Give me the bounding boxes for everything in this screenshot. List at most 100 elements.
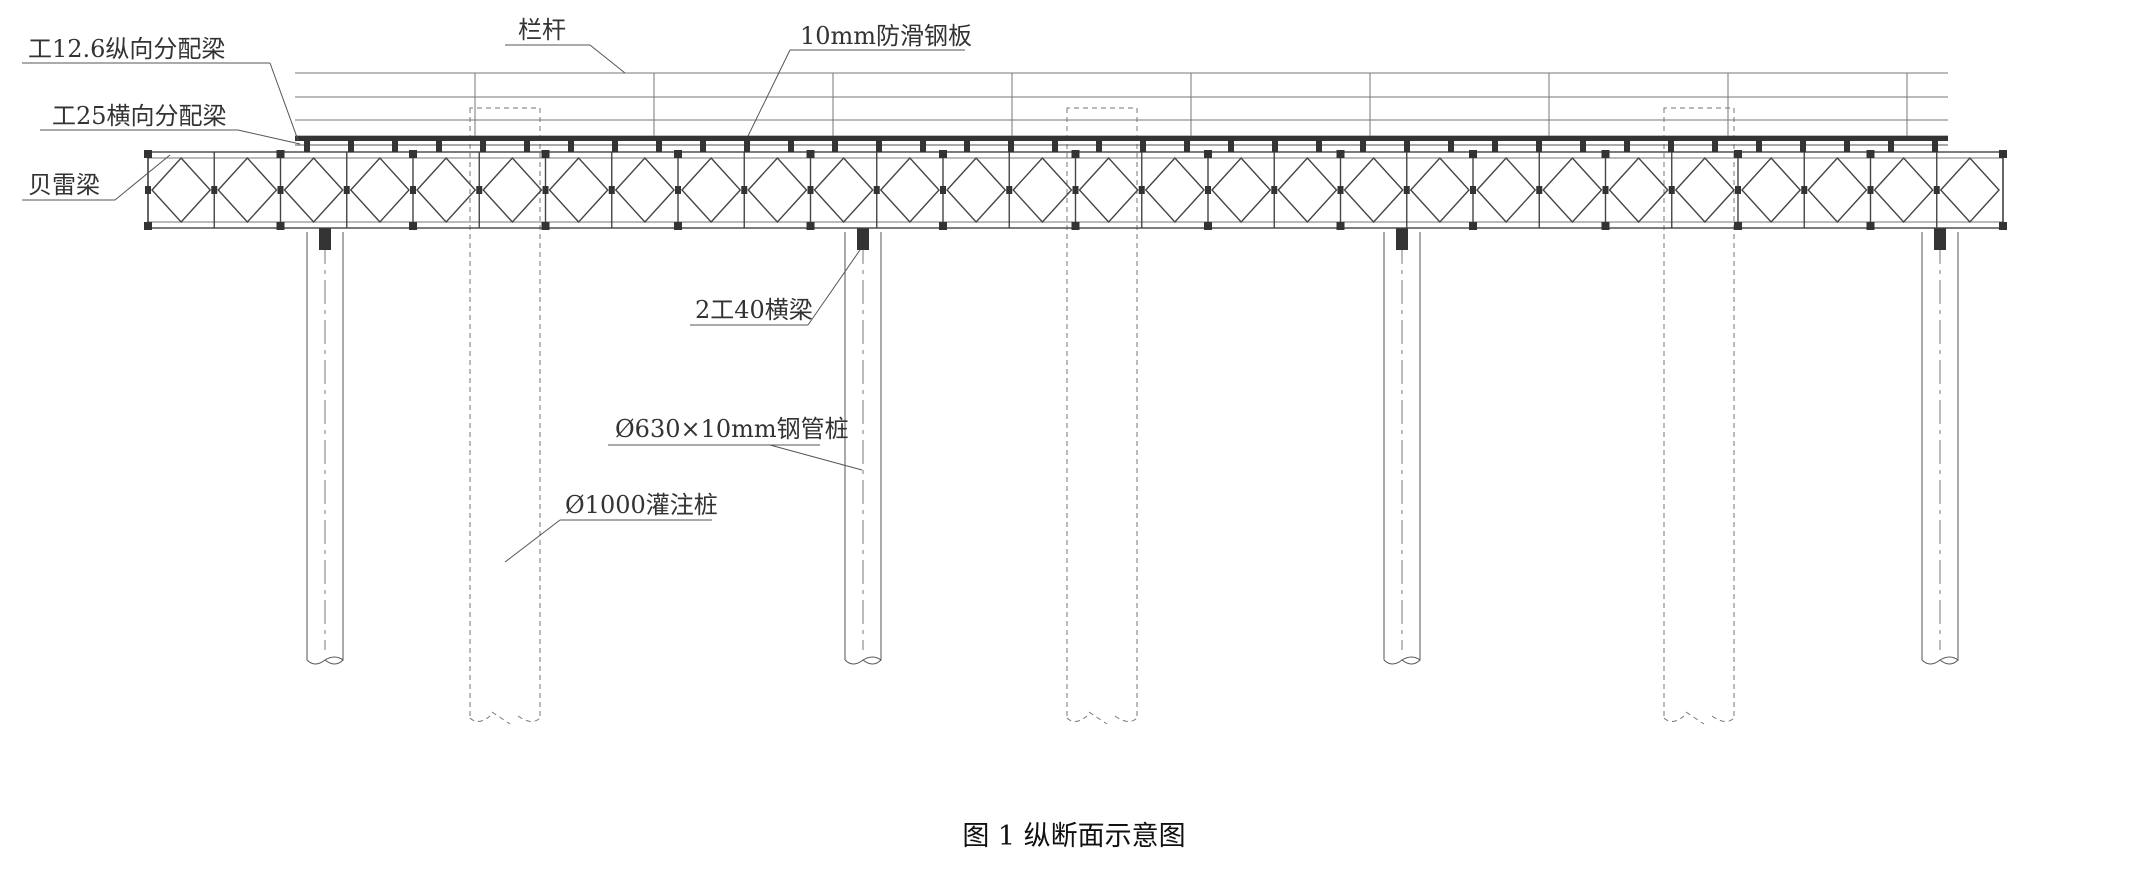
truss-joint bbox=[1071, 150, 1080, 158]
truss-diagonal bbox=[349, 156, 410, 224]
truss-joint bbox=[1866, 150, 1875, 158]
truss-joint bbox=[939, 150, 947, 158]
truss-joint bbox=[1204, 222, 1212, 230]
bored-pile-label: Ø1000灌注桩 bbox=[565, 491, 718, 519]
truss-node bbox=[211, 186, 218, 194]
truss-diagonal bbox=[681, 156, 742, 224]
truss-joint bbox=[939, 222, 947, 230]
truss-node bbox=[940, 186, 946, 194]
transverse-beam bbox=[1624, 141, 1630, 152]
truss-node bbox=[1072, 186, 1079, 194]
transverse-beam bbox=[1536, 141, 1542, 152]
truss-node bbox=[410, 186, 416, 194]
truss-joint bbox=[541, 222, 550, 230]
truss-diagonal bbox=[1277, 156, 1338, 224]
truss-joint bbox=[1734, 222, 1742, 230]
truss-node bbox=[1668, 186, 1675, 194]
truss-node bbox=[1470, 186, 1476, 194]
transverse-beam bbox=[1316, 141, 1322, 152]
truss-node bbox=[1801, 186, 1808, 194]
bored-pile-top bbox=[469, 107, 541, 110]
transverse-beam bbox=[1448, 141, 1454, 152]
longitudinal-beam-label: 工12.6纵向分配梁 bbox=[28, 35, 225, 63]
cross-beam-cap bbox=[1396, 228, 1408, 250]
pipe-pile-bottom bbox=[844, 656, 882, 665]
truss-diagonal bbox=[548, 156, 609, 224]
truss-node bbox=[1006, 186, 1013, 194]
cross-beam-cap bbox=[1934, 228, 1946, 250]
railing-label: 栏杆 bbox=[518, 16, 566, 44]
truss-joint bbox=[1469, 150, 1477, 158]
truss-node bbox=[1602, 186, 1609, 194]
truss-diagonal bbox=[1807, 156, 1868, 224]
truss-joint bbox=[1204, 150, 1212, 158]
truss-joint bbox=[144, 150, 152, 158]
transverse-beam bbox=[656, 141, 662, 152]
truss-diagonal bbox=[879, 156, 940, 224]
deck-plate bbox=[295, 136, 1948, 152]
truss-diagonal bbox=[813, 156, 874, 224]
transverse-beam bbox=[436, 141, 442, 152]
bored-pile-bottom bbox=[469, 711, 541, 725]
pipe-pile-bottom bbox=[1921, 656, 1959, 665]
bored-pile-bottom bbox=[1663, 711, 1735, 725]
transverse-beam bbox=[1712, 141, 1718, 152]
bailey-beam-label: 贝雷梁 bbox=[28, 171, 100, 199]
truss-diagonal bbox=[1939, 156, 2000, 224]
transverse-beam bbox=[700, 141, 706, 152]
truss-joint bbox=[1734, 150, 1742, 158]
bored-piles bbox=[469, 107, 1735, 725]
truss-joint bbox=[276, 222, 285, 230]
steel-pipe-piles bbox=[306, 228, 1959, 665]
transverse-beam bbox=[788, 141, 794, 152]
transverse-beam bbox=[568, 141, 574, 152]
transverse-beam bbox=[1008, 141, 1014, 152]
truss-joint bbox=[144, 222, 152, 230]
bored-pile-top bbox=[1663, 107, 1735, 110]
transverse-beam bbox=[1404, 141, 1410, 152]
transverse-beam bbox=[920, 141, 926, 152]
truss-joint bbox=[1999, 222, 2007, 230]
truss-node bbox=[277, 186, 284, 194]
transverse-beam-label: 工25横向分配梁 bbox=[52, 102, 227, 130]
transverse-beam bbox=[964, 141, 970, 152]
truss-joint bbox=[806, 150, 815, 158]
pipe-pile-bottom bbox=[306, 656, 344, 665]
truss-diagonal bbox=[482, 156, 543, 224]
transverse-beam bbox=[392, 141, 398, 152]
transverse-beam bbox=[1228, 141, 1234, 152]
transverse-beam bbox=[1888, 141, 1894, 152]
truss-joint bbox=[541, 150, 550, 158]
truss-node bbox=[542, 186, 549, 194]
transverse-beam bbox=[1272, 141, 1278, 152]
bored-pile-bottom bbox=[1066, 711, 1138, 725]
transverse-beam bbox=[1668, 141, 1674, 152]
truss-node bbox=[1271, 186, 1278, 194]
transverse-beam bbox=[1360, 141, 1366, 152]
truss-node bbox=[1403, 186, 1410, 194]
railing bbox=[295, 72, 1948, 137]
truss-diagonal bbox=[747, 156, 808, 224]
steel-pipe-pile-label: Ø630×10mm钢管桩 bbox=[615, 415, 849, 443]
truss-diagonal bbox=[151, 156, 212, 224]
truss-joint bbox=[674, 222, 682, 230]
transverse-beam bbox=[1492, 141, 1498, 152]
transverse-beam bbox=[524, 141, 530, 152]
truss-diagonal bbox=[283, 156, 344, 224]
truss-joint bbox=[1071, 222, 1080, 230]
truss-diagonal bbox=[1674, 156, 1735, 224]
truss-node bbox=[1138, 186, 1145, 194]
transverse-beam bbox=[1800, 141, 1806, 152]
transverse-beam bbox=[832, 141, 838, 152]
transverse-beam bbox=[1140, 141, 1146, 152]
truss-diagonal bbox=[416, 156, 477, 224]
truss-node bbox=[608, 186, 615, 194]
truss-diagonal bbox=[1608, 156, 1669, 224]
truss-joint bbox=[1336, 222, 1345, 230]
transverse-beam bbox=[1096, 141, 1102, 152]
truss-joint bbox=[674, 150, 682, 158]
truss-diagonal bbox=[1741, 156, 1802, 224]
bailey-truss bbox=[144, 150, 2007, 230]
truss-joint bbox=[1601, 222, 1610, 230]
